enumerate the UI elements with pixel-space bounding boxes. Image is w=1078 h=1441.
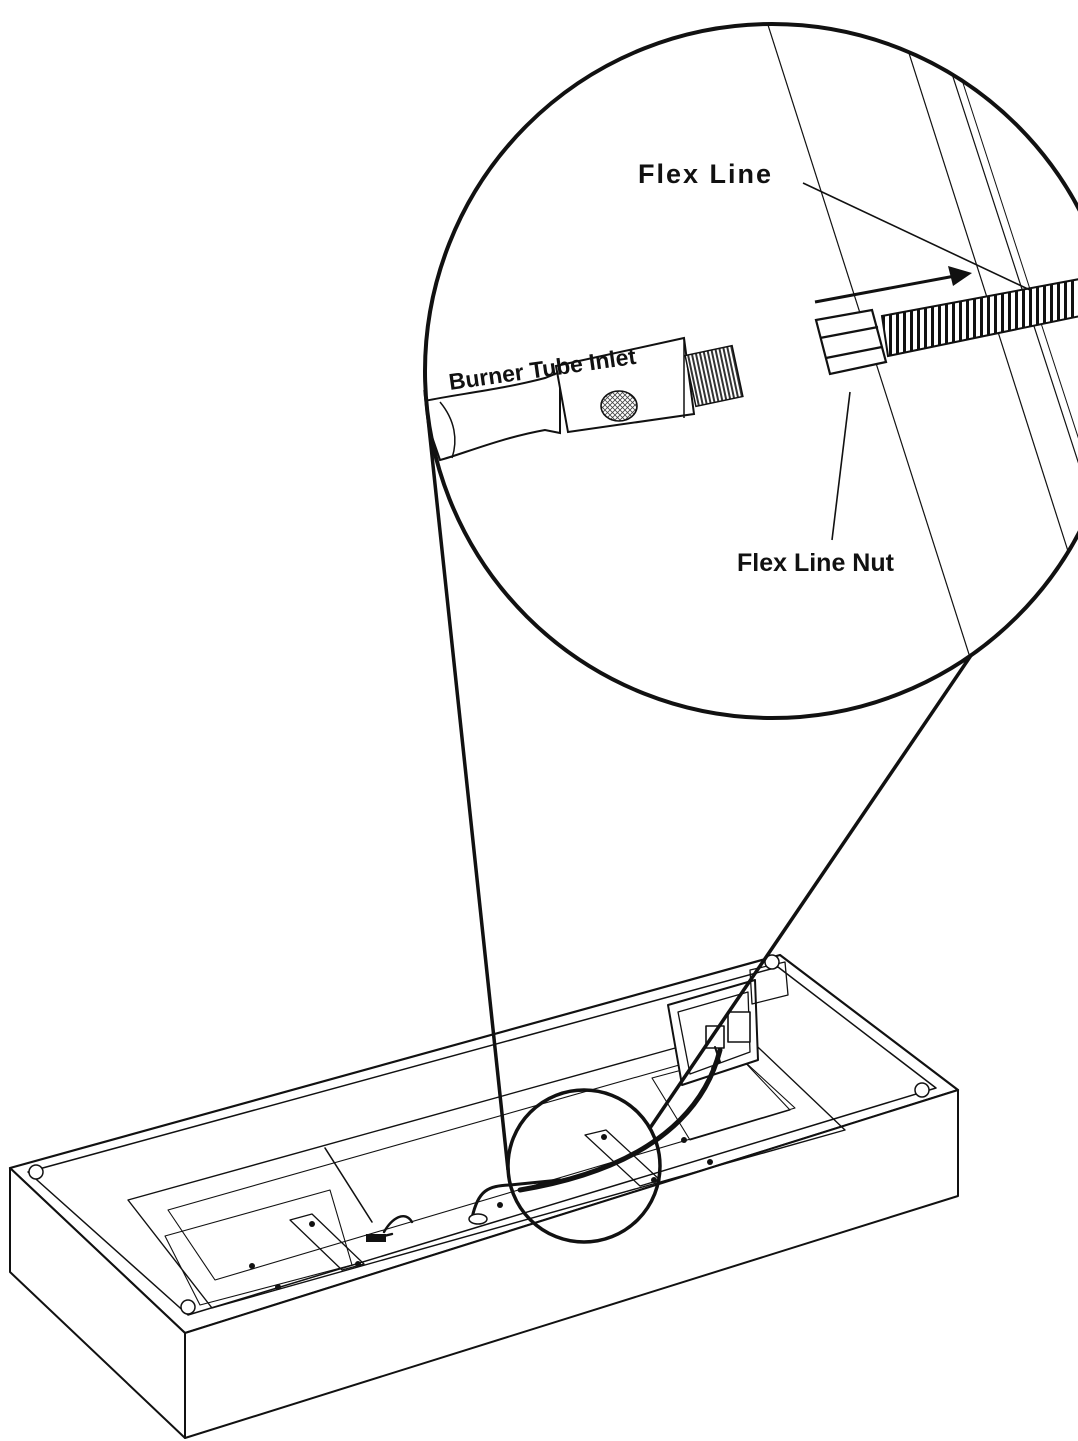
corner-foot-front-right	[914, 1082, 930, 1098]
magnified-detail-circle-bg	[425, 24, 1078, 718]
flex-line-small	[517, 1047, 723, 1193]
box-inner-rim	[27, 966, 937, 1316]
arrow-right-icon	[814, 266, 972, 304]
electrode-pointer	[324, 1147, 373, 1223]
burner-tube	[425, 336, 744, 462]
connector-line-left	[423, 389, 510, 1171]
burner-tray-well	[164, 1189, 353, 1306]
burner-tube-mesh-window	[600, 390, 638, 422]
flex-line-nut-label: Flex Line Nut	[737, 549, 895, 577]
control-panel-inner	[677, 991, 751, 1075]
flex-line-corrugated	[880, 276, 1078, 358]
flex-line-nut	[814, 308, 888, 376]
flex-line-nut-leader	[831, 391, 851, 541]
magnified-detail	[425, 24, 1078, 718]
fire-pit-box	[8, 953, 960, 1439]
magnified-detail-circle-outline	[423, 22, 1078, 720]
ignition-module	[727, 1011, 751, 1043]
burner-tray-inner	[167, 1049, 796, 1281]
corner-foot-front-left	[180, 1299, 196, 1315]
burner-tray	[127, 1029, 846, 1309]
corner-foot-back-right	[764, 954, 780, 970]
burner-tube-thread	[684, 344, 744, 408]
flex-line-leader	[802, 182, 1031, 291]
tray-bracket-left	[289, 1213, 365, 1271]
corner-foot-back-left	[28, 1164, 44, 1180]
flex-line-label: Flex Line	[638, 159, 773, 189]
